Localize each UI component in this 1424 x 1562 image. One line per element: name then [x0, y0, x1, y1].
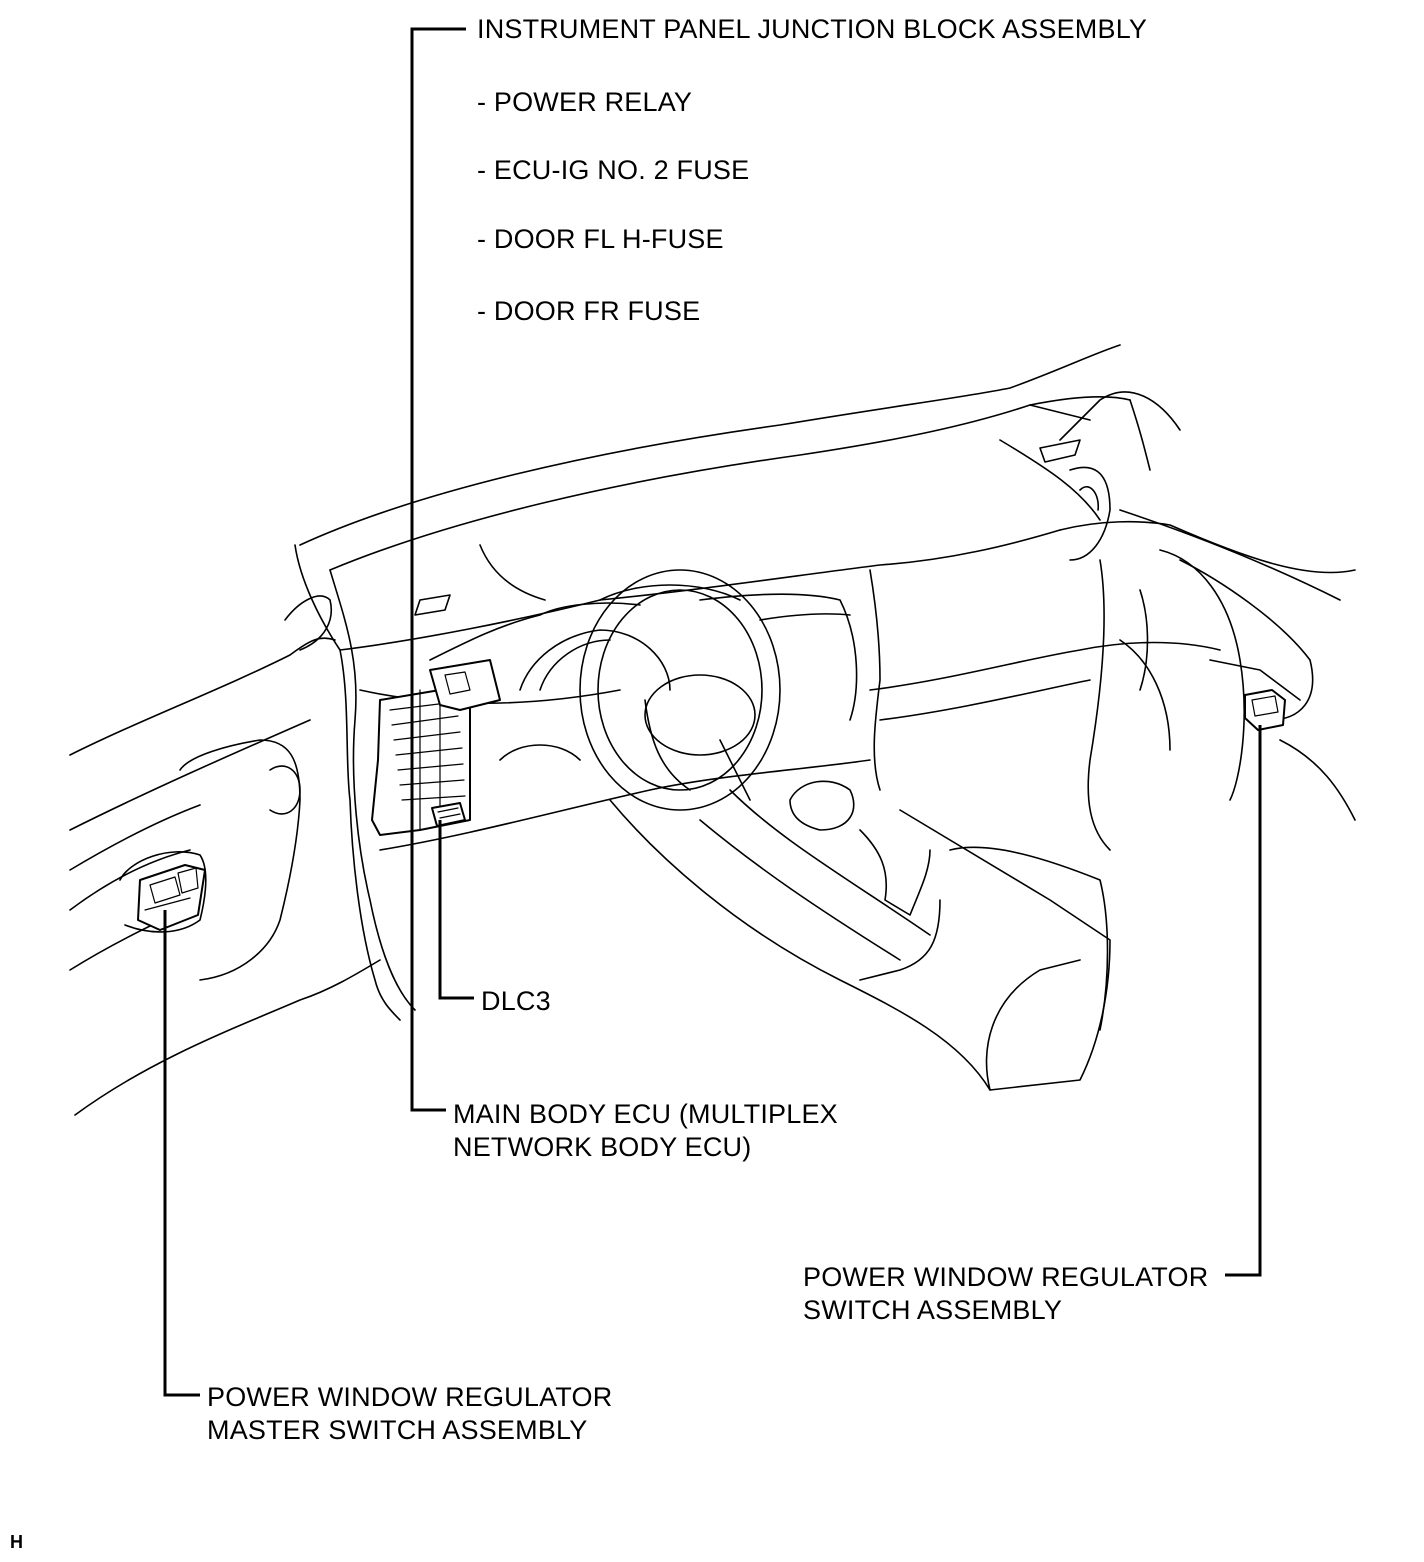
- leader-regulator-switch: [1225, 725, 1262, 1277]
- leader-lines: [163, 27, 1262, 1397]
- master-switch-label-line1: POWER WINDOW REGULATOR: [207, 1382, 613, 1412]
- ecu-ig-fuse-label: - ECU-IG NO. 2 FUSE: [477, 155, 750, 185]
- door-fr-fuse-label: - DOOR FR FUSE: [477, 296, 701, 326]
- junction-block-part: [371, 659, 501, 836]
- leader-junction-block: [410, 27, 466, 1112]
- regulator-switch-label-line1: POWER WINDOW REGULATOR: [803, 1262, 1209, 1292]
- dlc3-label: DLC3: [481, 986, 551, 1016]
- main-body-ecu-label-line2: NETWORK BODY ECU): [453, 1132, 752, 1162]
- power-relay-label: - POWER RELAY: [477, 87, 693, 117]
- master-switch-part: [137, 864, 206, 931]
- windshield-outline: [299, 344, 1151, 571]
- leader-dlc3: [438, 820, 474, 1000]
- left-door-outline: [69, 544, 416, 1116]
- center-console: [609, 780, 1111, 1091]
- master-switch-label-line2: MASTER SWITCH ASSEMBLY: [207, 1415, 588, 1445]
- regulator-switch-part: [1244, 689, 1286, 731]
- figure-code: H: [10, 1532, 23, 1552]
- right-door-outline: [1059, 391, 1356, 851]
- regulator-switch-label-line2: SWITCH ASSEMBLY: [803, 1295, 1063, 1325]
- steering-wheel: [579, 569, 781, 811]
- door-fl-hfuse-label: - DOOR FL H-FUSE: [477, 224, 724, 254]
- leader-master-switch: [163, 910, 200, 1397]
- main-body-ecu-label-line1: MAIN BODY ECU (MULTIPLEX: [453, 1099, 838, 1129]
- junction-block-label: INSTRUMENT PANEL JUNCTION BLOCK ASSEMBLY: [477, 14, 1148, 44]
